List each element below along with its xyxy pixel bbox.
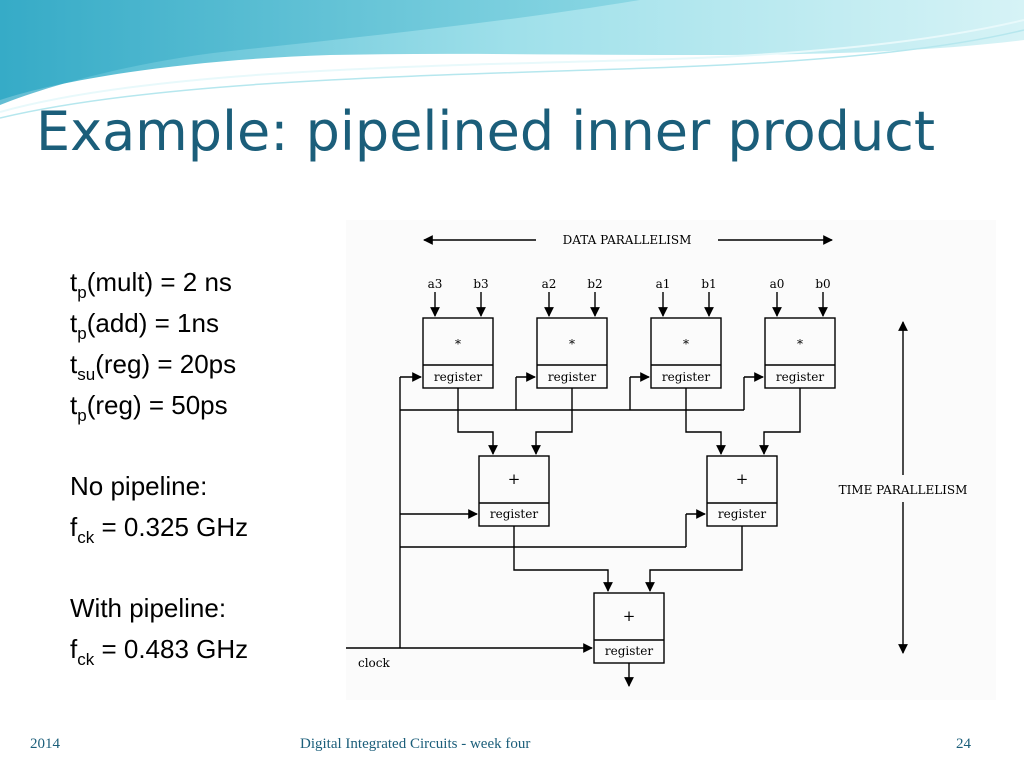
with-pipeline-heading: With pipeline: xyxy=(70,593,227,623)
tp-add-line: tp(add) = 1ns xyxy=(70,308,219,343)
input-b1: b1 xyxy=(701,277,716,291)
input-b3: b3 xyxy=(473,277,488,291)
with-pipeline-frequency: fck = 0.483 GHz xyxy=(70,634,249,669)
multiplier-0-symbol: * xyxy=(797,337,803,351)
clock-label: clock xyxy=(358,656,391,670)
data-parallelism-label: DATA PARALLELISM xyxy=(563,233,692,247)
final-register-label: register xyxy=(605,644,653,658)
no-pipeline-frequency: fck = 0.325 GHz xyxy=(70,512,249,547)
input-a3: a3 xyxy=(428,277,443,291)
final-adder-symbol: + xyxy=(623,607,636,625)
input-a1: a1 xyxy=(656,277,671,291)
header-wave-decoration xyxy=(0,0,1024,125)
tsu-reg-line: tsu(reg) = 20ps xyxy=(70,349,237,384)
timing-parameters: tp(mult) = 2 ns tp(add) = 1ns tsu(reg) =… xyxy=(70,262,248,670)
mult-register-0-label: register xyxy=(776,370,824,384)
adder-left-symbol: + xyxy=(508,470,521,488)
time-parallelism-label: TIME PARALLELISM xyxy=(839,483,968,497)
slide-title: Example: pipelined inner product xyxy=(36,100,936,163)
mult-register-1-label: register xyxy=(662,370,710,384)
multiplier-1-symbol: * xyxy=(683,337,689,351)
input-a0: a0 xyxy=(770,277,785,291)
input-a2: a2 xyxy=(542,277,557,291)
footer-course-title: Digital Integrated Circuits - week four xyxy=(300,736,531,752)
add-register-right-label: register xyxy=(718,507,766,521)
mult-register-3-label: register xyxy=(434,370,482,384)
footer-page-number: 24 xyxy=(956,736,971,752)
multiplier-2-symbol: * xyxy=(569,337,575,351)
multiplier-3-symbol: * xyxy=(455,337,461,351)
tp-reg-line: tp(reg) = 50ps xyxy=(70,390,228,425)
mult-register-2-label: register xyxy=(548,370,596,384)
no-pipeline-heading: No pipeline: xyxy=(70,471,208,501)
adder-right-symbol: + xyxy=(736,470,749,488)
add-register-left-label: register xyxy=(490,507,538,521)
tp-mult-line: tp(mult) = 2 ns xyxy=(70,267,232,302)
footer-year: 2014 xyxy=(30,736,60,752)
input-b0: b0 xyxy=(815,277,830,291)
pipelined-inner-product-diagram: DATA PARALLELISM TIME PARALLELISM clock … xyxy=(346,220,996,700)
input-b2: b2 xyxy=(587,277,602,291)
